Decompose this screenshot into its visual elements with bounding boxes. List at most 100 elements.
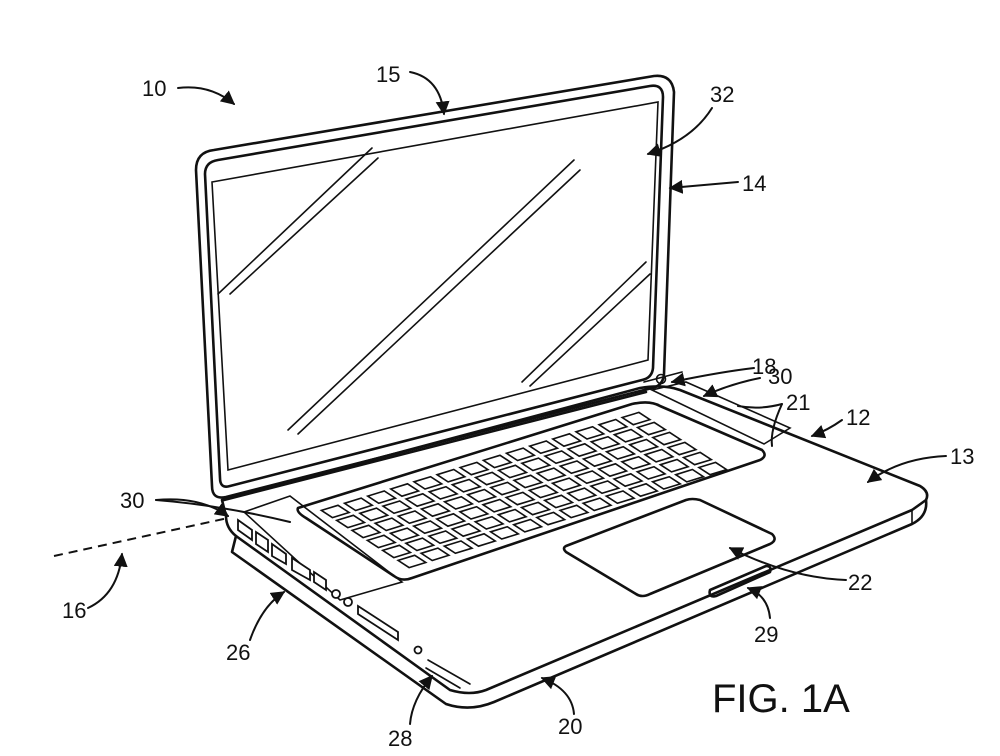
keyboard-key: [566, 442, 598, 458]
keyboard-key: [365, 534, 397, 549]
keyboard-key: [442, 540, 474, 555]
keyboard-key: [458, 505, 490, 520]
keyboard-key: [450, 478, 482, 493]
keyboard-key: [442, 495, 475, 510]
label-32: 32: [710, 82, 734, 107]
keyboard-key: [574, 425, 606, 440]
keyboard-key: [388, 527, 421, 542]
hinge-axis-line: [53, 517, 229, 557]
keyboard-key: [504, 447, 537, 462]
keyboard-key: [465, 532, 498, 548]
screen-glare-lines: [217, 147, 651, 435]
keyboard-key: [673, 468, 706, 483]
label-15: 15: [376, 62, 400, 87]
leader-lines: [87, 71, 947, 725]
keyboard-key: [465, 488, 498, 503]
keyboard-key: [550, 432, 583, 448]
figure-caption: FIG. 1A: [712, 677, 850, 721]
keyboard-key: [481, 498, 513, 513]
keyboard-key: [473, 471, 506, 486]
keyboard-key: [527, 440, 560, 455]
keyboard-key: [365, 490, 398, 505]
keyboard-key: [527, 484, 559, 499]
keyboard-key: [411, 520, 444, 535]
keyboard-key: [358, 507, 390, 522]
keyboard-key: [604, 490, 636, 505]
side-ports: [237, 518, 471, 689]
keyboard-key: [697, 461, 729, 476]
keyboard-key: [419, 502, 452, 518]
keyboard-key: [450, 522, 482, 538]
keyboard-key: [473, 515, 505, 530]
keyboard-key: [597, 418, 629, 433]
keyboard-key: [519, 501, 552, 516]
keyboard-key: [650, 475, 683, 490]
keyboard-key: [435, 468, 467, 483]
keyboard-key: [658, 458, 690, 473]
label-10: 10: [142, 76, 166, 101]
keyboard-key: [396, 554, 428, 569]
label-14: 14: [742, 171, 766, 196]
label-22: 22: [848, 570, 872, 595]
keyboard-key: [635, 465, 667, 480]
keyboard-key: [604, 445, 637, 460]
keyboard-key: [481, 454, 513, 469]
trackpad: [562, 497, 776, 598]
keyboard-key: [635, 421, 668, 436]
keyboard-key: [520, 457, 552, 472]
keyboard-key: [589, 480, 621, 495]
keyboard-key: [427, 530, 459, 545]
keyboard-key: [573, 470, 606, 485]
keyboard-key: [543, 450, 575, 465]
label-28: 28: [388, 726, 412, 751]
keyboard-key: [627, 482, 660, 498]
keyboard-key: [620, 411, 652, 426]
keyboard-key: [412, 475, 444, 490]
keyboard-key: [681, 451, 714, 466]
keyboard-key: [651, 431, 683, 446]
label-13: 13: [950, 444, 974, 469]
keyboard-key: [373, 517, 405, 532]
keyboard-key: [558, 504, 590, 519]
keyboard-key: [511, 518, 544, 533]
keyboard-key: [643, 448, 675, 463]
keyboard-key: [419, 547, 451, 562]
speaker-grilles: [242, 381, 792, 601]
label-26: 26: [226, 640, 250, 665]
keyboard-key: [558, 460, 590, 475]
keyboard-keys: [319, 411, 729, 569]
label-18: 18: [752, 354, 776, 379]
keyboard-key: [504, 491, 536, 506]
keyboard-key: [581, 452, 614, 468]
keyboard-key: [612, 472, 644, 488]
keyboard-key: [581, 497, 613, 512]
keyboard-key: [496, 508, 528, 523]
label-16: 16: [62, 598, 86, 623]
keyboard-key: [496, 464, 529, 479]
front-latch: [708, 564, 772, 598]
keyboard-key: [404, 492, 436, 508]
label-12: 12: [846, 405, 870, 430]
keyboard-key: [612, 428, 644, 443]
keyboard-key: [350, 524, 382, 539]
keyboard-key: [512, 474, 544, 489]
keyboard-key: [334, 514, 367, 529]
keyboard-key: [434, 512, 467, 528]
keyboard-key: [458, 461, 490, 476]
laptop-base: [220, 385, 929, 709]
hinge: [222, 390, 648, 502]
keyboard-key: [535, 467, 567, 482]
label-20: 20: [558, 714, 582, 739]
keyboard-well: [296, 401, 766, 581]
keyboard-key: [404, 537, 436, 552]
label-29: 29: [754, 622, 778, 647]
keyboard-key: [666, 441, 698, 456]
display-lid: [194, 74, 676, 499]
label-30-right: 30: [768, 364, 792, 389]
keyboard-key: [627, 438, 660, 453]
keyboard-key: [380, 544, 413, 559]
keyboard-key: [596, 462, 629, 478]
keyboard-key: [550, 477, 583, 492]
reference-labels: 10 15 32 14 18 30 21 12 13 30 16 22 29 2…: [62, 62, 974, 751]
keyboard-key: [566, 487, 598, 502]
